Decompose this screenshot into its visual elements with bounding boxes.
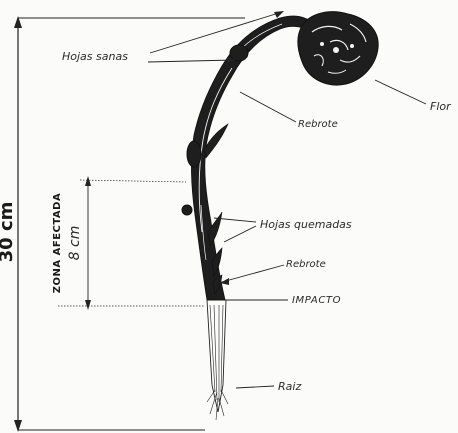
label-rebrote-bottom: Rebrote	[286, 259, 326, 270]
label-flor: Flor	[430, 100, 452, 113]
label-rebrote-top: Rebrote	[298, 119, 338, 130]
plant-stem	[182, 16, 314, 300]
label-hojas-sanas: Hojas sanas	[62, 50, 128, 63]
label-raiz: Raiz	[278, 380, 301, 393]
affected-zone-title: ZONA AFECTADA	[52, 193, 63, 293]
label-impacto: IMPACTO	[292, 295, 341, 306]
arrow-down-icon	[85, 300, 91, 310]
plant-flower	[298, 12, 378, 85]
label-hojas-quemadas: Hojas quemadas	[260, 218, 352, 231]
total-height-label: 30 cm	[0, 202, 17, 263]
plant-root	[207, 300, 228, 420]
arrow-up-icon	[85, 176, 91, 186]
leader-lines	[148, 11, 426, 388]
affected-zone-size: 8 cm	[67, 226, 83, 261]
